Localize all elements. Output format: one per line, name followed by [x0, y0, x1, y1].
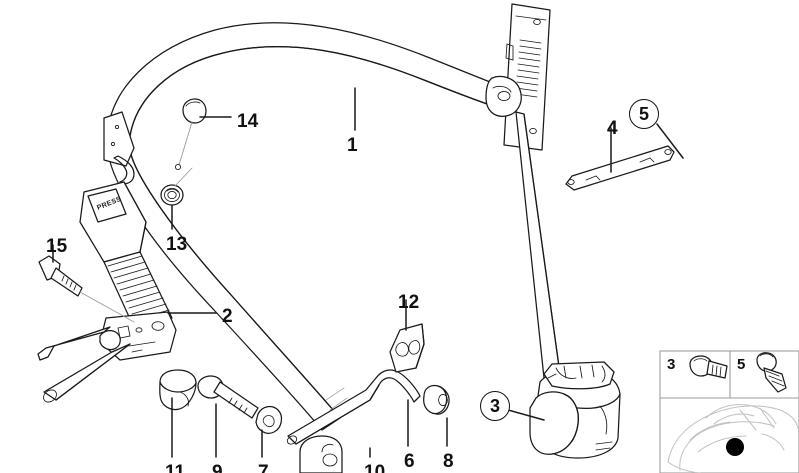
callout-label-1: 1: [347, 135, 358, 156]
flange-bolt-icon: [689, 355, 728, 379]
long-bolt-item-9: [197, 375, 259, 419]
callout-label-5: 5: [629, 99, 659, 129]
belt-lower-run: [107, 129, 348, 431]
bushing-item-10: [299, 435, 343, 473]
inset-reference-box: [659, 350, 799, 473]
inset-cell-label-5: 5: [737, 356, 746, 373]
callout-label-11: 11: [165, 462, 186, 473]
callout-label-3: 3: [480, 391, 510, 421]
shoulder-belt-webbing: [107, 22, 506, 137]
callout-label-8: 8: [443, 451, 454, 472]
callout-label-14: 14: [237, 111, 259, 132]
callout-label-9: 9: [212, 462, 223, 473]
grommet-item-13: [160, 167, 193, 206]
callout-label-10: 10: [364, 462, 386, 473]
callout-leaders: [52, 87, 684, 458]
seat-belt-buckle-assembly: PRESS: [37, 181, 177, 403]
car-silhouette-icon: [667, 403, 799, 473]
belt-end-loop: [103, 111, 135, 185]
bolt-item-15: [38, 255, 135, 323]
belt-retractor-unit: [529, 361, 621, 459]
callout-label-13: 13: [166, 234, 188, 255]
tether-link-bar: [565, 145, 675, 191]
belt-anchor-plate-item-12: [389, 323, 425, 373]
callout-label-7: 7: [258, 462, 269, 473]
callout-label-4: 4: [607, 118, 618, 139]
rubber-cap-item-8: [423, 384, 450, 415]
callout-label-12: 12: [398, 292, 420, 313]
trim-cap-item-14: [174, 98, 207, 171]
belt-guide-rod-item-6: [286, 369, 421, 445]
inset-cell-label-3: 3: [667, 356, 676, 373]
callout-label-6: 6: [404, 451, 415, 472]
belt-height-adjuster-rail: [503, 3, 551, 151]
belt-to-retractor: [515, 111, 561, 379]
self-tapping-screw-icon: [756, 352, 787, 393]
triangular-washer-item-7: [255, 405, 283, 434]
callout-label-15: 15: [46, 236, 68, 257]
clip-collar-item-11: [159, 369, 197, 411]
belt-height-slider-block: [485, 75, 522, 117]
location-marker-dot: [726, 438, 744, 456]
rail-tooth-pattern: [515, 39, 542, 98]
callout-label-2: 2: [222, 306, 233, 327]
